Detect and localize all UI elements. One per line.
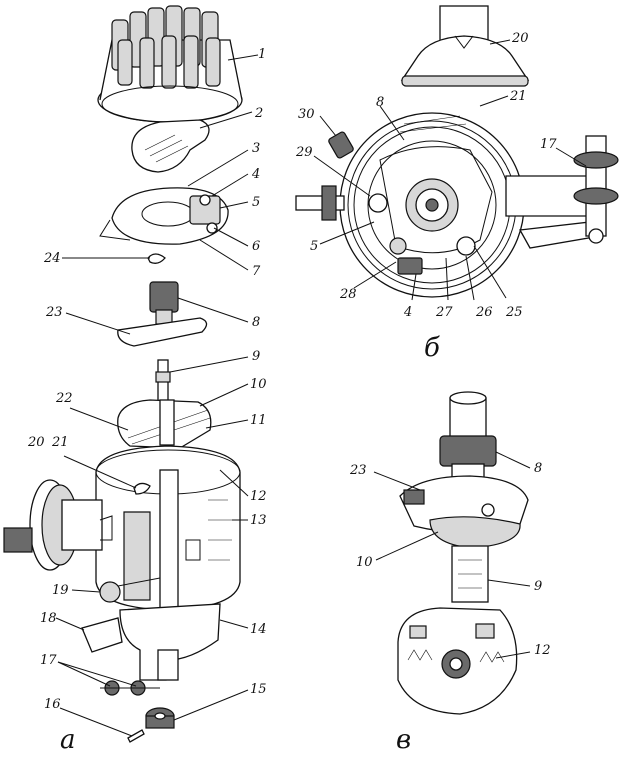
callout-8: 8 xyxy=(252,315,260,330)
vacuum-link-left xyxy=(295,185,345,221)
hold-down-bolt xyxy=(328,131,354,159)
callout-17: 17 xyxy=(40,653,57,668)
retaining-clip xyxy=(147,253,166,264)
callout-23: 23 xyxy=(45,305,63,320)
callout-13: 13 xyxy=(250,513,267,528)
callout-11: 11 xyxy=(250,413,267,428)
adjusting-nuts xyxy=(100,680,160,696)
vacuum-advance-unit xyxy=(3,479,113,571)
callout-b-17: 17 xyxy=(540,137,557,152)
distributor-housing xyxy=(95,445,241,651)
callout-24: 24 xyxy=(43,251,61,266)
advance-plates xyxy=(399,475,529,549)
callout-6: 6 xyxy=(252,239,260,254)
callout-15: 15 xyxy=(250,682,267,697)
callout-7: 7 xyxy=(252,264,261,279)
callout-4: 4 xyxy=(251,167,260,182)
callout-14: 14 xyxy=(250,622,267,637)
callout-18: 18 xyxy=(40,611,57,626)
panel-b-top-view xyxy=(295,5,619,298)
distributor-cap xyxy=(97,5,243,123)
vacuum-unit-top xyxy=(400,5,530,87)
callout-v-23: 23 xyxy=(349,463,367,478)
callout-b-27: 27 xyxy=(435,305,453,320)
callout-v-12: 12 xyxy=(534,643,551,658)
callout-v-8: 8 xyxy=(534,461,542,476)
callout-v-10: 10 xyxy=(356,555,373,570)
panel-b-leader-lines xyxy=(313,39,587,301)
centrifugal-weights xyxy=(397,607,518,715)
panel-v-leader-lines xyxy=(373,451,531,659)
drive-coupling xyxy=(145,707,175,729)
coupling-pin xyxy=(127,729,145,743)
callout-20: 20 xyxy=(27,435,45,450)
panel-label-a: а xyxy=(60,725,76,755)
callout-b-29: 29 xyxy=(295,145,313,160)
panel-b-callouts: 20 21 17 30 8 29 5 28 4 27 26 25 б xyxy=(295,31,557,363)
callout-b-28: 28 xyxy=(339,287,357,302)
rotor xyxy=(131,119,210,173)
panel-a-leader-lines xyxy=(55,54,259,737)
callout-b-26: 26 xyxy=(475,305,493,320)
callout-b-20: 20 xyxy=(511,31,529,46)
callout-5: 5 xyxy=(252,195,260,210)
callout-b-21: 21 xyxy=(509,89,527,104)
callout-12: 12 xyxy=(250,489,267,504)
panel-label-v: в xyxy=(396,725,411,755)
callout-21: 21 xyxy=(51,435,69,450)
panel-v-advance-mechanism xyxy=(397,391,529,715)
octane-corrector-right xyxy=(505,135,619,249)
octane-corrector-knob xyxy=(99,581,121,603)
callout-b-5: 5 xyxy=(310,239,318,254)
callout-10: 10 xyxy=(250,377,267,392)
callout-b-30: 30 xyxy=(298,107,315,122)
callout-9: 9 xyxy=(252,349,260,364)
distributor-top-body xyxy=(339,112,525,298)
callout-v-9: 9 xyxy=(534,579,542,594)
spring-clip xyxy=(133,482,151,495)
callout-b-4: 4 xyxy=(403,305,412,320)
octane-bracket xyxy=(81,617,123,653)
callout-b-25: 25 xyxy=(505,305,523,320)
shaft-bushing xyxy=(149,281,179,325)
housing-base xyxy=(119,603,221,681)
panel-a-exploded-view xyxy=(3,5,243,743)
callout-1: 1 xyxy=(258,47,266,62)
callout-2: 2 xyxy=(254,106,263,121)
callout-19: 19 xyxy=(52,583,69,598)
callout-3: 3 xyxy=(252,141,260,156)
panel-a-callouts: 1 2 3 4 5 6 7 8 9 10 11 12 13 14 15 16 1… xyxy=(27,47,267,755)
callout-22: 22 xyxy=(55,391,73,406)
callout-16: 16 xyxy=(44,697,61,712)
panel-label-b: б xyxy=(424,333,440,363)
callout-b-8: 8 xyxy=(376,95,384,110)
panel-v-callouts: 8 23 10 9 12 в xyxy=(349,461,551,755)
breaker-plate xyxy=(99,187,229,245)
cam-plate xyxy=(117,317,208,347)
centrifugal-advance xyxy=(117,399,212,449)
